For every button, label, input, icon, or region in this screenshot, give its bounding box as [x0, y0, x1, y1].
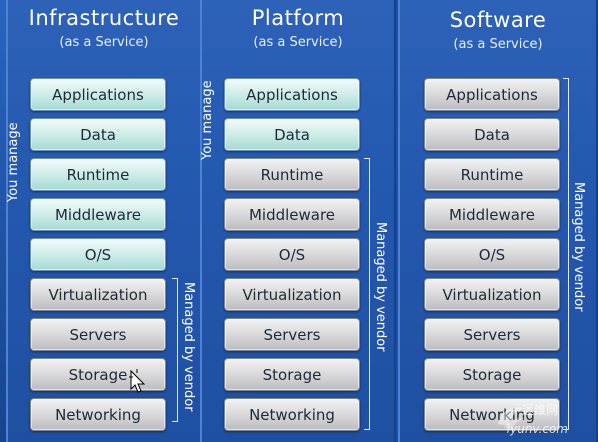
vendor-bracket [172, 278, 178, 422]
layer-os: O/S [30, 238, 166, 271]
watermark-line1: 运维网 [521, 403, 558, 417]
watermark: 运维网 iyunv.com [494, 398, 590, 438]
iaas-column: Infrastructure (as a Service) Applicatio… [6, 0, 202, 442]
layer-os: O/S [424, 238, 560, 271]
paas-column: Platform (as a Service) Applications Dat… [200, 0, 396, 442]
layer-networking: Networking [30, 398, 166, 431]
layer-virtualization: Virtualization [424, 278, 560, 311]
layer-storage: Storage [224, 358, 360, 391]
column-title: Platform [251, 6, 345, 30]
layer-applications: Applications [30, 78, 166, 111]
iyunv-logo-icon [498, 407, 526, 430]
column-subtitle: (as a Service) [453, 37, 543, 52]
layer-data: Data [424, 118, 560, 151]
layer-runtime: Runtime [424, 158, 560, 191]
column-title: Infrastructure [28, 6, 180, 30]
layer-networking: Networking [224, 398, 360, 431]
layer-servers: Servers [30, 318, 166, 351]
layer-data: Data [224, 118, 360, 151]
layer-middleware: Middleware [30, 198, 166, 231]
watermark-line2: iyunv.com [506, 422, 568, 436]
column-subtitle: (as a Service) [59, 35, 149, 50]
vendor-bracket [563, 78, 569, 430]
layer-networking: Networking [424, 398, 560, 431]
layer-servers: Servers [424, 318, 560, 351]
layer-applications: Applications [424, 78, 560, 111]
vendor-bracket [364, 158, 370, 430]
layer-virtualization: Virtualization [30, 278, 166, 311]
layer-middleware: Middleware [224, 198, 360, 231]
managed-by-vendor-label: Managed by vendor [373, 222, 388, 352]
you-manage-label: You manage [6, 122, 21, 202]
layer-os: O/S [224, 238, 360, 271]
layer-storage: Storage [30, 358, 166, 391]
layer-middleware: Middleware [424, 198, 560, 231]
managed-by-vendor-label: Managed by vendor [571, 182, 586, 312]
layer-data: Data [30, 118, 166, 151]
layer-servers: Servers [224, 318, 360, 351]
move-cursor-icon [129, 369, 146, 393]
layer-virtualization: Virtualization [224, 278, 360, 311]
layer-runtime: Runtime [224, 158, 360, 191]
managed-by-vendor-label: Managed by vendor [181, 282, 196, 412]
you-manage-label: You manage [200, 80, 215, 160]
layer-runtime: Runtime [30, 158, 166, 191]
saas-column: Software (as a Service) Applications Dat… [398, 0, 598, 442]
layer-applications: Applications [224, 78, 360, 111]
layer-storage: Storage [424, 358, 560, 391]
column-title: Software [449, 8, 547, 32]
column-subtitle: (as a Service) [253, 35, 343, 50]
